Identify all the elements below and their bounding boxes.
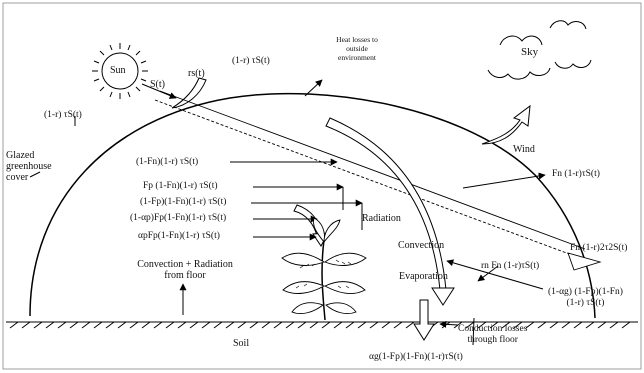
- sun-label: Sun: [110, 65, 126, 76]
- ag-label: (1-αg) (1-Fp)(1-Fn) (1-r) τS(t): [548, 287, 623, 309]
- ground-hatching: [6, 322, 638, 328]
- floor-convection-label: Convection + Radiation from floor: [115, 259, 255, 281]
- soil-label: Soil: [233, 338, 249, 349]
- equation-5: αpFp(1-Fn)(1-r) τS(t): [138, 231, 220, 242]
- leader-lines: [343, 187, 362, 230]
- transmitted-beam: [155, 91, 600, 270]
- ag-bottom-label: αg(1-Fp)(1-Fn)(1-r)τS(t): [369, 352, 463, 363]
- solar-input-label: S(t): [150, 79, 165, 90]
- fn-double-label: Fn (1-r)2τ2S(t): [570, 243, 627, 254]
- radiation-label: Radiation: [362, 213, 401, 224]
- evaporation-label: Evaporation: [399, 271, 448, 282]
- convection-label: Convection: [398, 240, 444, 251]
- equation-2: Fp (1-Fn)(1-r) τS(t): [143, 181, 218, 192]
- left-transmission-label: (1-r) τS(t): [44, 110, 82, 121]
- equation-1: (1-Fn)(1-r) τS(t): [136, 157, 198, 168]
- conduction-arrow: [414, 300, 434, 340]
- glazed-cover-label: Glazed greenhouse cover: [6, 150, 52, 183]
- rn-fn-label: rn Fn (1-r)τS(t): [481, 261, 539, 272]
- sky-label: Sky: [521, 47, 538, 58]
- wind-arrow: [482, 106, 530, 144]
- equation-4: (1-αp)Fp(1-Fn)(1-r) τS(t): [130, 213, 226, 224]
- plant-icon: [282, 218, 366, 320]
- cloud-icon: [488, 21, 591, 79]
- conduction-label: Conduction losses through floor: [458, 324, 527, 346]
- heat-losses-label: Heat losses to outside environment: [322, 35, 392, 62]
- fn-output-label: Fn (1-r)τS(t): [552, 169, 600, 180]
- reflection-label: rs(t): [188, 68, 205, 79]
- equation-3: (1-Fp)(1-Fn)(1-r) τS(t): [140, 197, 226, 208]
- top-transmission-label: (1-r) τS(t): [232, 56, 270, 67]
- wind-label: Wind: [513, 144, 535, 155]
